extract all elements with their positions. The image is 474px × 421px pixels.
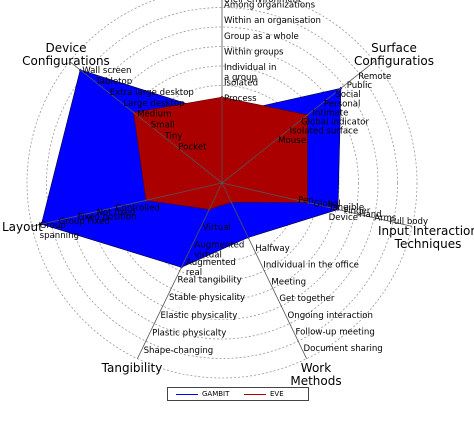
- legend-label-eve: EVE: [270, 390, 284, 398]
- legend-item-gambit: GAMBIT: [176, 390, 229, 398]
- level-label: Large desktop: [123, 99, 184, 109]
- series-layer: [40, 68, 343, 269]
- level-label: Fixed position: [78, 212, 137, 222]
- level-label: Arms: [374, 213, 397, 223]
- level-label: Finger: [344, 206, 371, 216]
- level-label: Mouse: [278, 136, 306, 146]
- axis-spoke: [221, 182, 307, 359]
- level-label: Virtual: [203, 223, 231, 233]
- axis-spoke: [221, 61, 375, 184]
- level-label: Real tangibility: [178, 276, 242, 286]
- axis-title: Tangibility: [101, 361, 163, 375]
- level-label: Process: [224, 94, 257, 104]
- level-label: Remote: [358, 72, 391, 82]
- level-label: Between organisations andtheir environme…: [224, 0, 341, 5]
- legend-swatch-gambit: [176, 393, 198, 395]
- level-label: Among organizations: [224, 1, 316, 11]
- level-label: Shape-changing: [144, 346, 214, 356]
- level-label: Follow-up meeting: [296, 328, 375, 338]
- level-label: Extra large desktop: [110, 88, 194, 98]
- level-label: Personal: [324, 99, 361, 109]
- level-label: Ongoing interaction: [288, 311, 373, 321]
- level-label: Medium: [137, 110, 171, 120]
- level-label: Isolated: [224, 79, 258, 89]
- level-label: Global: [313, 199, 340, 209]
- level-label: Wall screen: [82, 66, 131, 76]
- level-label: Elastic physicality: [161, 311, 238, 321]
- axis-spokes: [31, 0, 413, 359]
- axis-spoke: [221, 182, 413, 227]
- level-labels: Between organisations andtheir environme…: [40, 0, 428, 356]
- legend: GAMBIT EVE: [167, 387, 309, 401]
- axis-spoke: [69, 61, 223, 184]
- grid-ring: [46, 7, 398, 359]
- level-label: Get together: [279, 294, 335, 304]
- grid-ring: [26, 0, 418, 379]
- level-label: Public: [347, 81, 373, 91]
- level-label: Group as a whole: [224, 32, 299, 42]
- series-eve: [133, 96, 308, 210]
- level-label: Social: [335, 90, 360, 100]
- level-label: Plastic physicalty: [152, 328, 226, 338]
- level-label: Pocket: [178, 143, 207, 153]
- axis-spoke: [31, 182, 223, 227]
- level-label: Tiny: [164, 132, 183, 142]
- level-label: Within groups: [224, 47, 284, 57]
- level-label: Individual in the office: [263, 261, 359, 271]
- level-label: Small: [151, 121, 175, 131]
- axis-spoke: [137, 182, 223, 359]
- level-label: Controlled: [116, 204, 160, 214]
- level-label: Halfway: [255, 244, 289, 254]
- level-label: Meeting: [271, 277, 306, 287]
- level-label: Stable physicality: [169, 293, 245, 303]
- level-label: Full body: [389, 217, 428, 227]
- legend-swatch-eve: [244, 393, 266, 395]
- level-label: Pen: [298, 196, 314, 206]
- grid-ring: [104, 65, 340, 301]
- level-label: Tabletop: [95, 77, 132, 87]
- level-label: Group Fixed: [59, 217, 110, 227]
- level-label: Isolated surface: [290, 127, 359, 137]
- axis-title: Layout: [2, 220, 43, 234]
- level-label: Global indicator: [301, 118, 369, 128]
- level-label: Within an organisation: [224, 16, 321, 26]
- legend-label-gambit: GAMBIT: [202, 390, 230, 398]
- legend-item-eve: EVE: [244, 390, 284, 398]
- level-label: Not fixed: [97, 208, 136, 218]
- level-label: Document sharing: [304, 344, 383, 354]
- level-label: Hand: [359, 210, 382, 220]
- level-label: Intimate: [312, 109, 348, 119]
